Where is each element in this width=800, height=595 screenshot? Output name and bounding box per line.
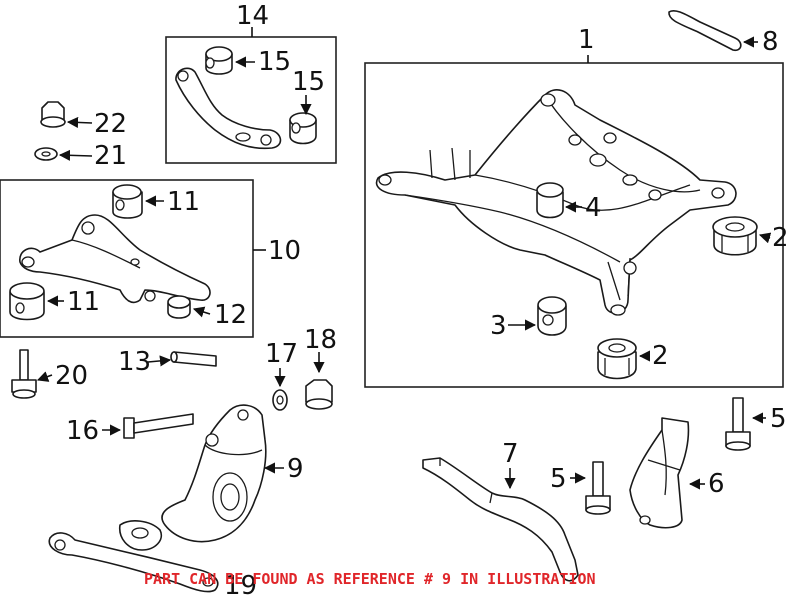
callout-5-upper: 5: [770, 404, 787, 434]
callout-9: 9: [287, 454, 304, 484]
washer-21-illustration: [34, 147, 58, 161]
bolt-5-lower-illustration: [585, 461, 611, 515]
callout-20: 20: [55, 361, 88, 391]
callout-15-upper: 15: [258, 47, 291, 77]
callout-3: 3: [490, 311, 507, 341]
callout-labels: 1 14 8 2 2 3 4 5 5 6 7 9 10 11 11 12 13 …: [55, 1, 789, 595]
nut-18-illustration: [305, 379, 333, 410]
callout-7: 7: [502, 439, 519, 469]
callout-17: 17: [265, 339, 298, 369]
link-8-illustration: [668, 9, 742, 52]
lower-arm-10-illustration: [19, 214, 211, 304]
sleeve-13-illustration: [170, 351, 217, 367]
box-upper-arm-group: [165, 36, 337, 164]
bushing-15b-illustration: [289, 112, 317, 145]
bolt-5-upper-illustration: [725, 397, 751, 451]
bushing-11b-illustration: [9, 282, 45, 321]
callout-11-upper: 11: [167, 187, 200, 217]
nut-22-illustration: [40, 101, 66, 128]
bracket-7-illustration: [422, 457, 579, 582]
mount-2-upper-illustration: [712, 216, 758, 256]
callout-12: 12: [214, 300, 247, 330]
callout-15-lower: 15: [292, 67, 325, 97]
callout-22: 22: [94, 109, 127, 139]
callout-21: 21: [94, 141, 127, 171]
leader-lines: [36, 27, 772, 490]
bushing-11a-illustration: [112, 184, 143, 219]
washer-17-illustration: [272, 389, 288, 411]
bolt-20-illustration: [11, 349, 37, 399]
callout-13: 13: [118, 347, 151, 377]
brace-6-illustration: [629, 417, 690, 529]
upper-arm-14-illustration: [175, 67, 282, 150]
box-lower-arm-group: [0, 179, 254, 338]
knuckle-9-illustration: [118, 404, 267, 551]
callout-19: 19: [224, 571, 257, 595]
bushing-3-illustration: [537, 296, 567, 336]
callout-8: 8: [762, 27, 779, 57]
callout-14: 14: [236, 1, 269, 31]
callout-11-lower: 11: [67, 287, 100, 317]
bushing-15a-illustration: [205, 46, 233, 75]
callout-5-lower: 5: [550, 464, 567, 494]
callout-4: 4: [585, 193, 602, 223]
callout-2-lower: 2: [652, 341, 669, 371]
bolt-16-illustration: [123, 413, 194, 439]
callout-10: 10: [268, 236, 301, 266]
link-19-illustration: [48, 532, 219, 593]
callout-1: 1: [578, 25, 595, 55]
reference-notice: PART CAN BE FOUND AS REFERENCE # 9 IN IL…: [144, 570, 596, 588]
callout-2-upper: 2: [772, 223, 789, 253]
callout-18: 18: [304, 325, 337, 355]
mount-2-lower-illustration: [597, 338, 637, 380]
callout-6: 6: [708, 469, 725, 499]
callout-16: 16: [66, 416, 99, 446]
bushing-12-illustration: [167, 295, 191, 319]
box-subframe-group: [364, 62, 784, 388]
bushing-4-illustration: [536, 182, 564, 219]
